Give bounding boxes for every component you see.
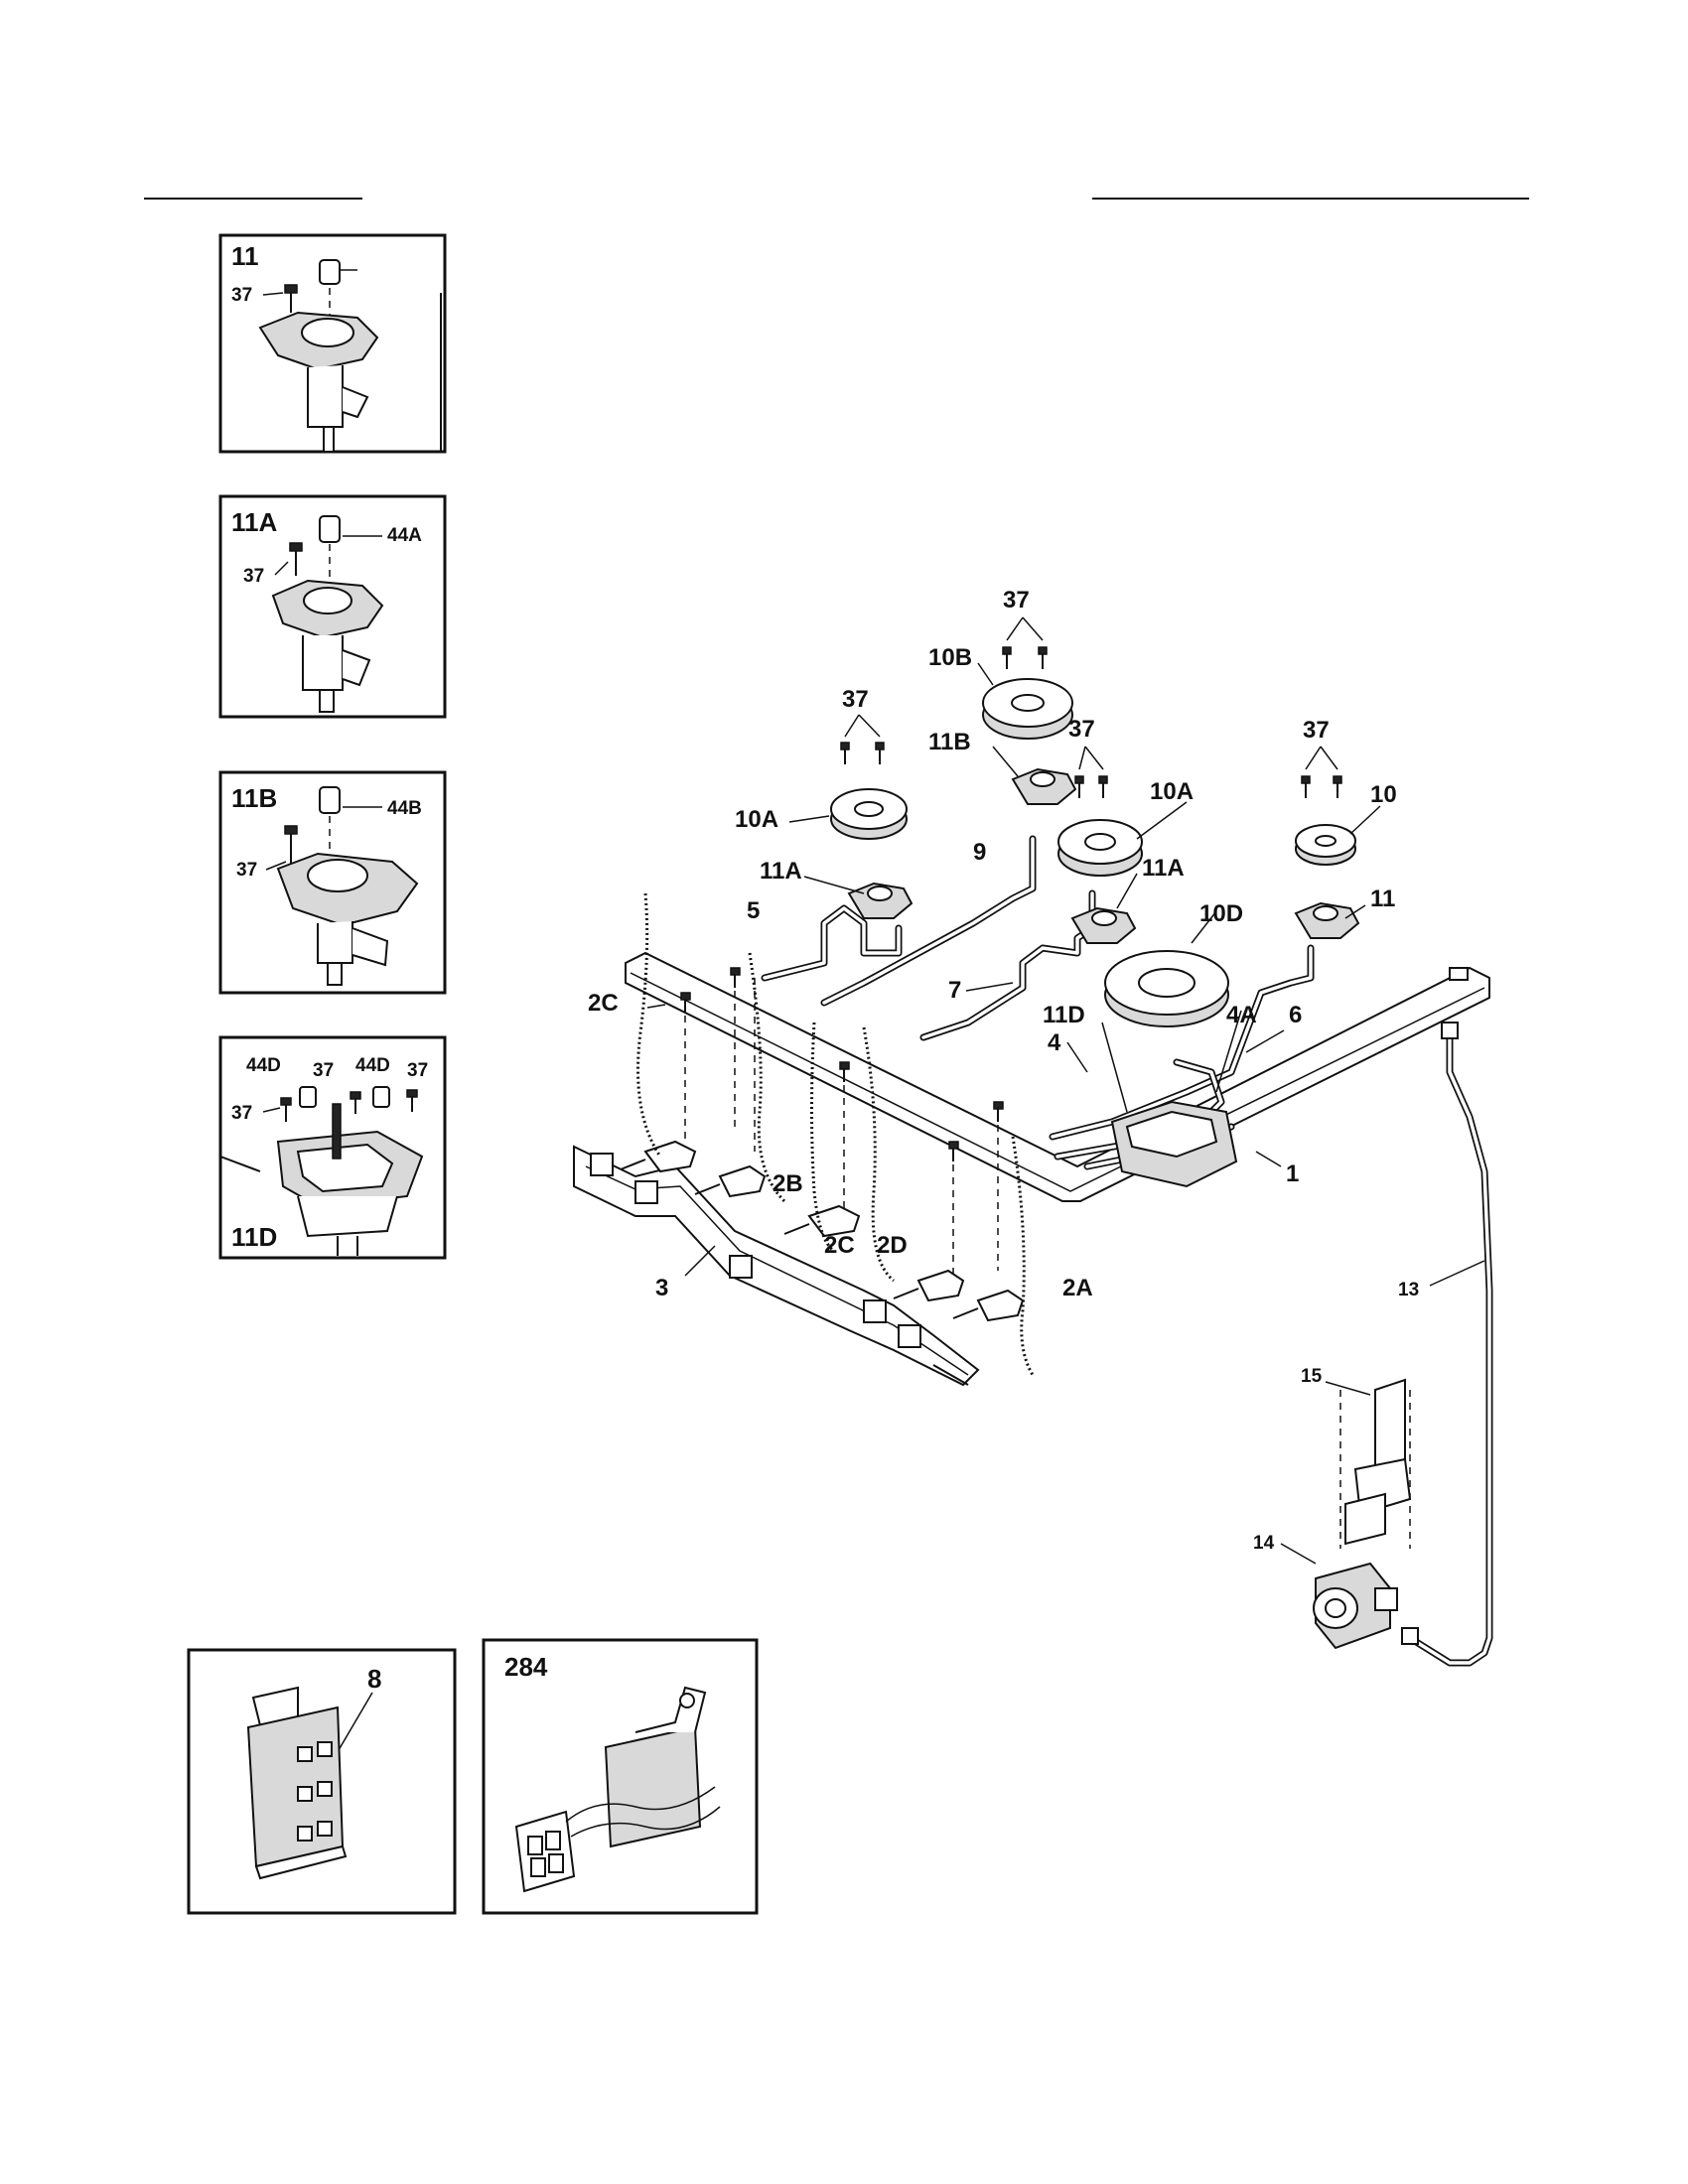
- burner-head-icon: [830, 678, 1356, 1027]
- wire-harness-2c-left: [636, 892, 662, 1158]
- label-2b: 2B: [773, 1170, 803, 1197]
- label-2d: 2D: [877, 1232, 908, 1259]
- pressure-regulator-icon: [1313, 1562, 1398, 1650]
- label-9: 9: [973, 839, 986, 866]
- cap-44d-icon: [299, 1086, 390, 1108]
- label-37-10a-left: 37: [842, 686, 869, 713]
- cap-44b-icon: [319, 786, 341, 814]
- label-14: 14: [1253, 1533, 1275, 1554]
- inset-284-title: 284: [504, 1652, 548, 1682]
- manifold-pipe: [625, 951, 1490, 1202]
- screw-icon: [289, 542, 303, 576]
- inset-11a-callout-44a: 44A: [387, 525, 422, 546]
- inset-11d-callout-44d-right: 44D: [355, 1055, 390, 1076]
- screw-icon: [840, 646, 1342, 798]
- inset-11d-callout-44d-left: 44D: [246, 1055, 281, 1076]
- screw-icon: [284, 284, 298, 313]
- label-10b: 10B: [928, 644, 972, 671]
- label-11: 11: [1370, 886, 1395, 912]
- inset-11a-title: 11A: [231, 507, 277, 537]
- gas-tubes: [761, 835, 1493, 1667]
- wire-harness-2d: [862, 1026, 895, 1283]
- burner-valve-icon: [276, 852, 419, 986]
- inset-11-callout-37: 37: [231, 285, 252, 306]
- burner-valve-icon: [219, 1103, 424, 1256]
- label-37-10b: 37: [1003, 587, 1030, 614]
- label-10a-right: 10A: [1150, 778, 1194, 805]
- screw-icon: [280, 1089, 418, 1122]
- bracket-rail: [573, 1145, 980, 1387]
- inset-11-title: 11: [231, 241, 259, 271]
- inset-11b-title: 11B: [231, 783, 277, 813]
- wire-harness-2b: [748, 952, 786, 1203]
- label-11a-left: 11A: [760, 858, 802, 885]
- label-1: 1: [1286, 1160, 1299, 1187]
- label-2c-left: 2C: [588, 990, 619, 1017]
- label-11d: 11D: [1043, 1002, 1085, 1028]
- label-10d: 10D: [1199, 900, 1243, 927]
- wire-harness-2a: [1011, 1136, 1035, 1376]
- label-2a: 2A: [1062, 1275, 1093, 1301]
- inset-11a: 11A 44A 37: [218, 494, 447, 719]
- label-7: 7: [948, 977, 961, 1004]
- burner-base-icon: [847, 767, 1360, 1188]
- screw-icon: [680, 967, 1004, 1161]
- solenoid-icon: [514, 1686, 721, 1893]
- inset-11a-callout-37: 37: [243, 566, 264, 587]
- callout-leaders: [646, 616, 1485, 1565]
- label-37-10a-right: 37: [1068, 716, 1095, 743]
- inset-11b-callout-37: 37: [236, 860, 257, 881]
- cap-44-icon: [319, 259, 357, 285]
- inset-8-callout-8: 8: [367, 1664, 381, 1694]
- mounting-bracket-icon: [1344, 1378, 1412, 1546]
- label-6: 6: [1289, 1002, 1302, 1028]
- burner-valve-icon: [258, 311, 379, 453]
- burner-valve-icon: [271, 579, 384, 713]
- inset-11d: 44D 37 44D 37 37 11D: [218, 1035, 447, 1260]
- inset-284: 284: [482, 1638, 759, 1915]
- label-10a-left: 10A: [735, 806, 778, 833]
- label-15: 15: [1301, 1366, 1323, 1387]
- label-4a: 4A: [1226, 1002, 1257, 1028]
- label-37-10: 37: [1303, 717, 1330, 744]
- inset-11b: 11B 44B 37: [218, 770, 447, 995]
- control-valve-icon: [620, 1140, 1025, 1322]
- inset-11d-callout-37-left: 37: [231, 1103, 252, 1124]
- inset-8: 8: [187, 1648, 457, 1915]
- label-4: 4: [1048, 1029, 1061, 1056]
- cap-44a-icon: [319, 515, 341, 543]
- inset-11: 11 37: [218, 233, 447, 454]
- inset-11d-callout-37-top: 37: [313, 1060, 334, 1081]
- label-3: 3: [655, 1275, 668, 1301]
- screw-icon: [284, 825, 298, 864]
- inset-11d-callout-37-right: 37: [407, 1060, 428, 1081]
- label-13: 13: [1398, 1280, 1419, 1300]
- main-assembly: 37 10B 37 11B 37 37 10 10A 10A 9 11A 11A…: [573, 587, 1493, 1667]
- spark-module-icon: [246, 1686, 348, 1880]
- label-2c-mid: 2C: [824, 1232, 855, 1259]
- label-10: 10: [1370, 781, 1397, 808]
- label-5: 5: [747, 897, 760, 924]
- inset-11d-title: 11D: [231, 1222, 277, 1252]
- inset-11b-callout-44b: 44B: [387, 798, 422, 819]
- label-11a-right: 11A: [1142, 855, 1185, 882]
- label-11b: 11B: [928, 729, 971, 755]
